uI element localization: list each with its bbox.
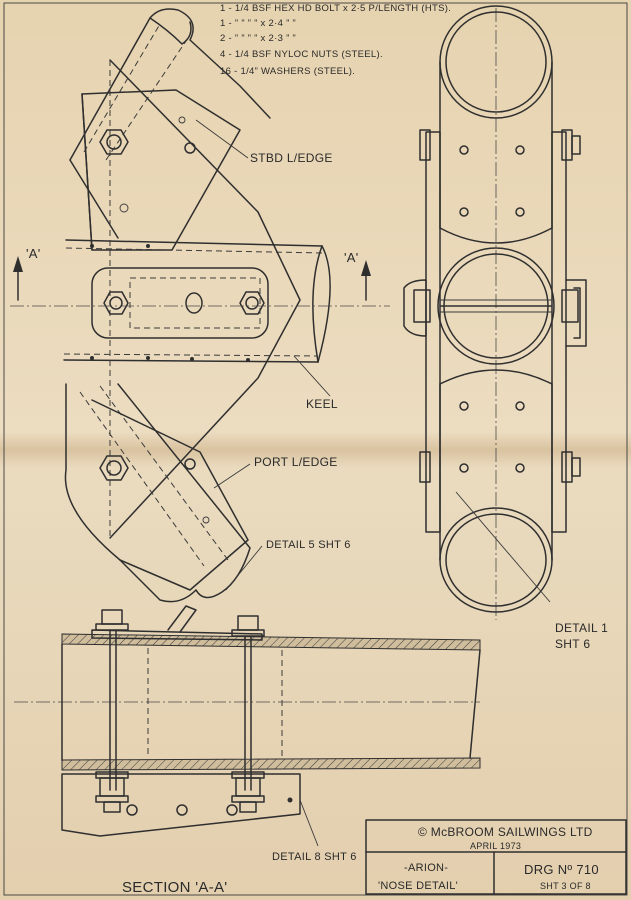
lower-tube xyxy=(439,369,553,613)
rivets xyxy=(90,244,250,362)
detail-1-label: DETAIL 1 xyxy=(555,621,608,635)
parts-list: 1 - 1/4 BSF HEX HD BOLT x 2·5 P/LENGTH (… xyxy=(220,3,451,77)
title-company: © McBROOM SAILWINGS LTD xyxy=(418,825,593,839)
detail-8-label: DETAIL 8 SHT 6 xyxy=(272,851,357,863)
section-marker-left: 'A' xyxy=(13,246,41,301)
title-drawing-number: DRG Nº 710 xyxy=(524,862,599,877)
title-block: © McBROOM SAILWINGS LTD APRIL 1973 -ARIO… xyxy=(365,819,627,895)
title-date: APRIL 1973 xyxy=(470,841,521,851)
detail-5-label: DETAIL 5 SHT 6 xyxy=(266,539,351,551)
detail-1-sheet-label: SHT 6 xyxy=(555,637,590,651)
title-project: -ARION- xyxy=(404,862,448,874)
parts-list-line-3: 2 - ” ” ” ” x 2·3 ” ” xyxy=(220,33,296,44)
sheet-border xyxy=(3,2,628,896)
parts-list-line-1: 1 - 1/4 BSF HEX HD BOLT x 2·5 P/LENGTH (… xyxy=(220,3,451,14)
side-bracket xyxy=(403,131,587,533)
port-edge-label: PORT L/EDGE xyxy=(254,455,338,469)
plan-view: 'A' 'A' STBD L/EDGE KEEL PORT L/EDGE DET… xyxy=(10,8,390,603)
port-leading-edge-tube xyxy=(64,383,251,603)
keel-slot-plate xyxy=(91,267,269,339)
keel-tube xyxy=(63,239,331,363)
keel-label: KEEL xyxy=(306,397,338,411)
section-bolt-right xyxy=(231,615,265,813)
stbd-edge-label: STBD L/EDGE xyxy=(250,151,333,165)
front-view: DETAIL 1 SHT 6 xyxy=(403,5,608,651)
parts-list-line-2: 1 - ” ” ” ” x 2·4 ” ” xyxy=(220,18,296,29)
stbd-leading-edge-tube xyxy=(69,8,271,251)
title-sheet: SHT 3 OF 8 xyxy=(540,881,591,891)
stbd-bolt xyxy=(99,116,196,213)
section-a-right-label: 'A' xyxy=(344,250,359,265)
front-bolts xyxy=(413,129,581,483)
section-a-left-label: 'A' xyxy=(26,246,41,261)
parts-list-line-5: 16 - 1/4” WASHERS (STEEL). xyxy=(220,66,355,77)
section-marker-right: 'A' xyxy=(344,250,371,301)
title-subject: 'NOSE DETAIL' xyxy=(378,880,458,892)
keel-tube-section xyxy=(437,247,555,365)
parts-list-line-4: 4 - 1/4 BSF NYLOC NUTS (STEEL). xyxy=(220,49,383,60)
section-title: SECTION 'A-A' xyxy=(122,879,227,896)
section-a-a: DETAIL 8 SHT 6 SECTION 'A-A' xyxy=(14,605,481,896)
section-bolt-left xyxy=(95,609,129,813)
nose-plate xyxy=(109,59,301,539)
